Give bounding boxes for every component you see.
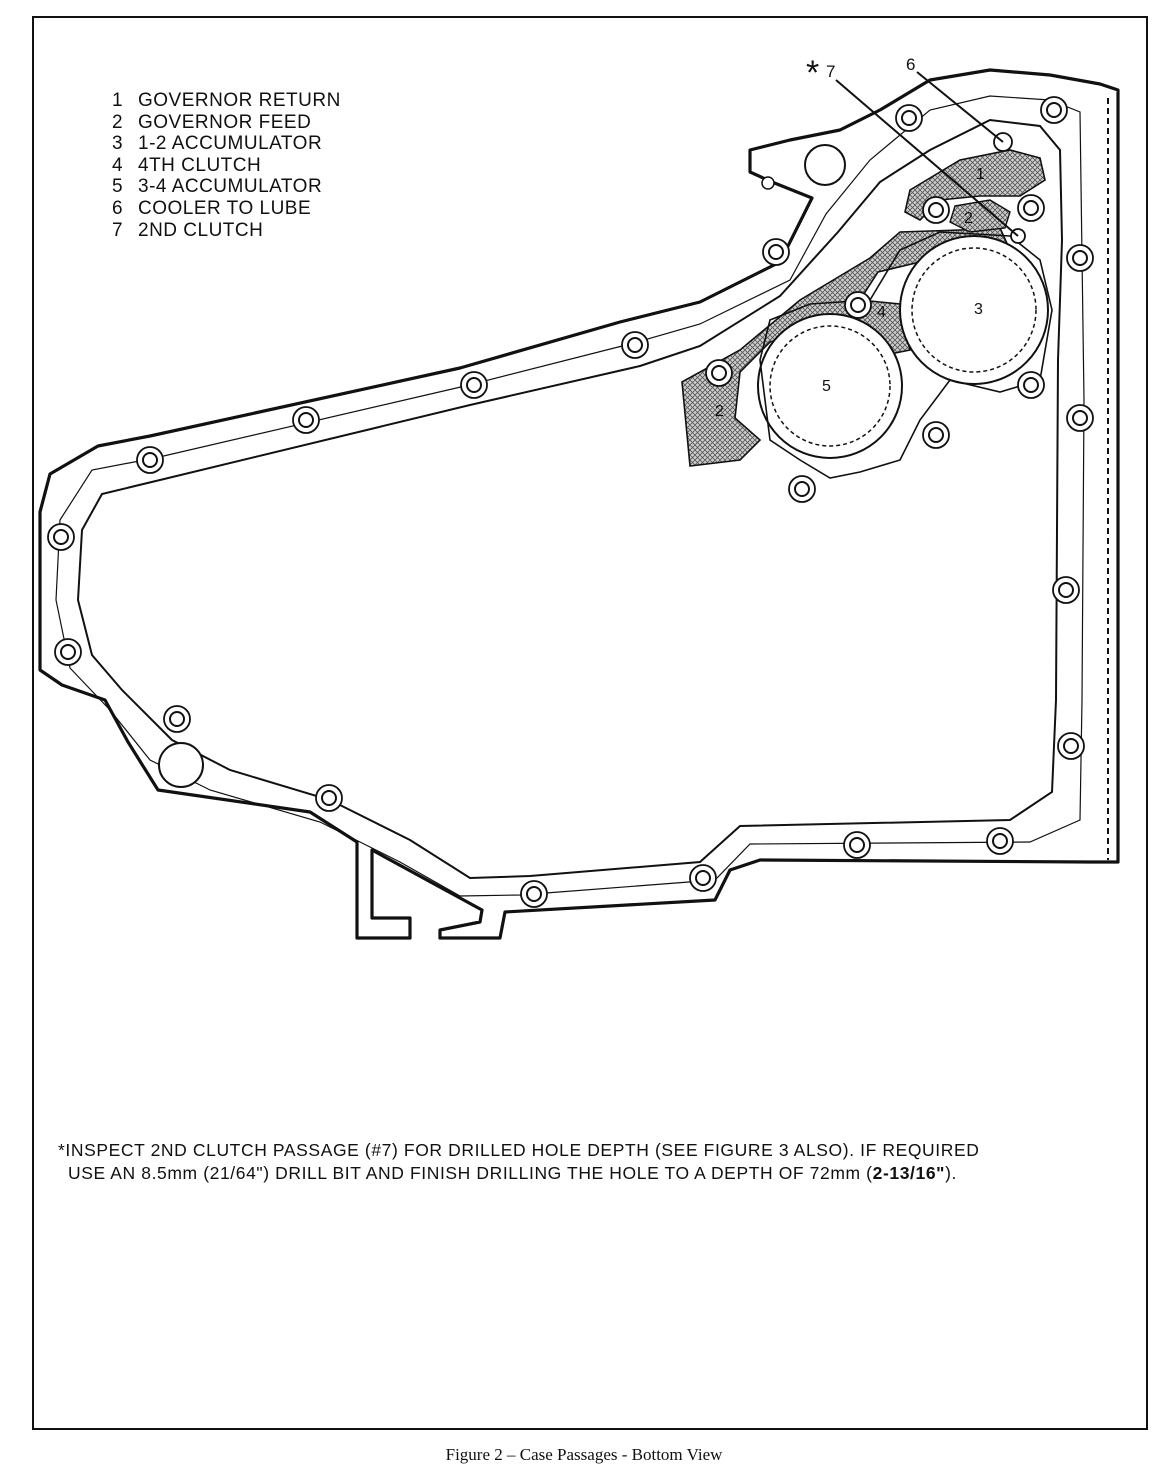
leader-line-6 [916,71,1004,143]
callout-2-lower: 2 [715,403,724,420]
bolt-hole [986,827,1014,855]
figure-caption: Figure 2 – Case Passages - Bottom View [445,1445,723,1464]
bolt-hole [47,523,75,551]
bolt-hole [292,406,320,434]
bolt-hole [520,880,548,908]
bolt-hole [1017,194,1045,222]
locating-hole-lower [158,742,204,788]
bolt-hole [844,291,872,319]
callout-6: 6 [906,55,915,74]
bolt-hole [922,196,950,224]
callout-2-upper: 2 [964,210,973,227]
bolt-hole [895,104,923,132]
callout-star: * [806,54,819,92]
drilling-note: *INSPECT 2ND CLUTCH PASSAGE (#7) FOR DRI… [58,1139,1128,1185]
bolt-hole [315,784,343,812]
callout-7: 7 [826,62,835,81]
leader-line-7 [835,79,1019,237]
note-line-2: USE AN 8.5mm (21/64") DRILL BIT AND FINI… [68,1163,957,1183]
bolt-hole [1057,732,1085,760]
bore-3 [899,235,1049,385]
bolt-hole [705,359,733,387]
bolt-hole [1017,371,1045,399]
bolt-hole [1066,244,1094,272]
bolt-hole [136,446,164,474]
bolt-hole [1066,404,1094,432]
bolt-hole [54,638,82,666]
gasket-inner-outline [76,118,1064,880]
figure-frame [32,16,1148,1430]
callout-5: 5 [822,378,831,395]
bolt-hole [1052,576,1080,604]
bolt-hole [689,864,717,892]
bolt-hole [1040,96,1068,124]
bolt-hole [621,331,649,359]
small-hole-upper [761,176,775,190]
callout-3: 3 [974,301,983,318]
bolt-hole [460,371,488,399]
passage-1-governor-return [904,149,1046,221]
note-line-1: *INSPECT 2ND CLUTCH PASSAGE (#7) FOR DRI… [58,1140,980,1160]
locating-hole-upper [804,144,846,186]
bolt-hole [922,421,950,449]
bore-5 [757,313,903,459]
bolt-hole [163,705,191,733]
bolt-hole [788,475,816,503]
bolt-hole [843,831,871,859]
callout-1: 1 [976,166,985,183]
passage-2-governor-feed [949,199,1011,233]
callout-4: 4 [877,304,886,321]
bolt-hole [762,238,790,266]
note-depth-inches: 2-13/16" [872,1163,946,1183]
